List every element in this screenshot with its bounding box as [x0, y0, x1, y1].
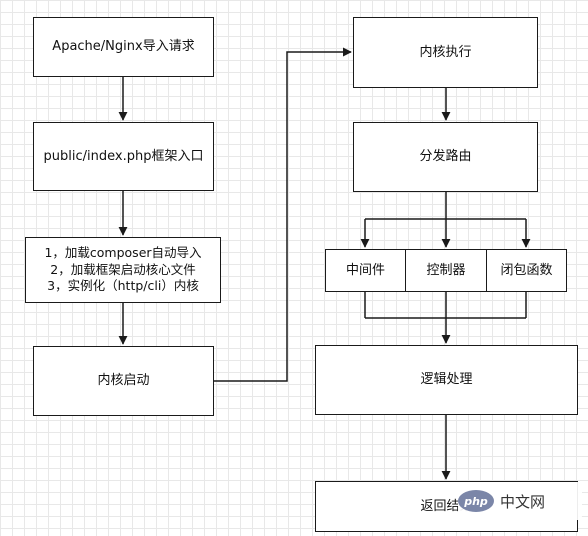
- node-middleware-label: 中间件: [345, 262, 385, 278]
- node-middleware: 中间件: [325, 249, 406, 292]
- node-init: 1，加载composer自动导入 2，加载框架启动核心文件 3，实例化（http…: [25, 237, 221, 303]
- node-entry: public/index.php框架入口: [33, 122, 214, 191]
- node-entry-label: public/index.php框架入口: [43, 148, 204, 164]
- node-kernel-exec: 内核执行: [353, 17, 538, 88]
- node-dispatch-label: 分发路由: [419, 149, 472, 165]
- node-controller: 控制器: [405, 249, 487, 292]
- node-closure-label: 闭包函数: [500, 262, 553, 278]
- node-request: Apache/Nginx导入请求: [33, 17, 214, 77]
- arrow-kernel-start-to-kernel-exec: [213, 47, 352, 382]
- node-init-line-2: 2，加载框架启动核心文件: [50, 261, 196, 277]
- node-kernel-exec-label: 内核执行: [419, 44, 472, 60]
- node-logic: 逻辑处理: [315, 345, 578, 415]
- node-request-label: Apache/Nginx导入请求: [52, 39, 195, 55]
- php-logo-icon: php: [458, 490, 494, 512]
- node-kernel-start-label: 内核启动: [97, 373, 150, 389]
- watermark: php 中文网: [458, 482, 582, 520]
- node-dispatch: 分发路由: [353, 122, 538, 192]
- node-init-line-1: 1，加载composer自动导入: [44, 244, 202, 260]
- node-logic-label: 逻辑处理: [420, 372, 473, 388]
- node-controller-label: 控制器: [426, 262, 466, 278]
- node-kernel-start: 内核启动: [33, 346, 214, 416]
- watermark-text: 中文网: [500, 492, 546, 511]
- node-closure: 闭包函数: [486, 249, 567, 292]
- node-init-line-3: 3，实例化（http/cli）内核: [47, 278, 199, 294]
